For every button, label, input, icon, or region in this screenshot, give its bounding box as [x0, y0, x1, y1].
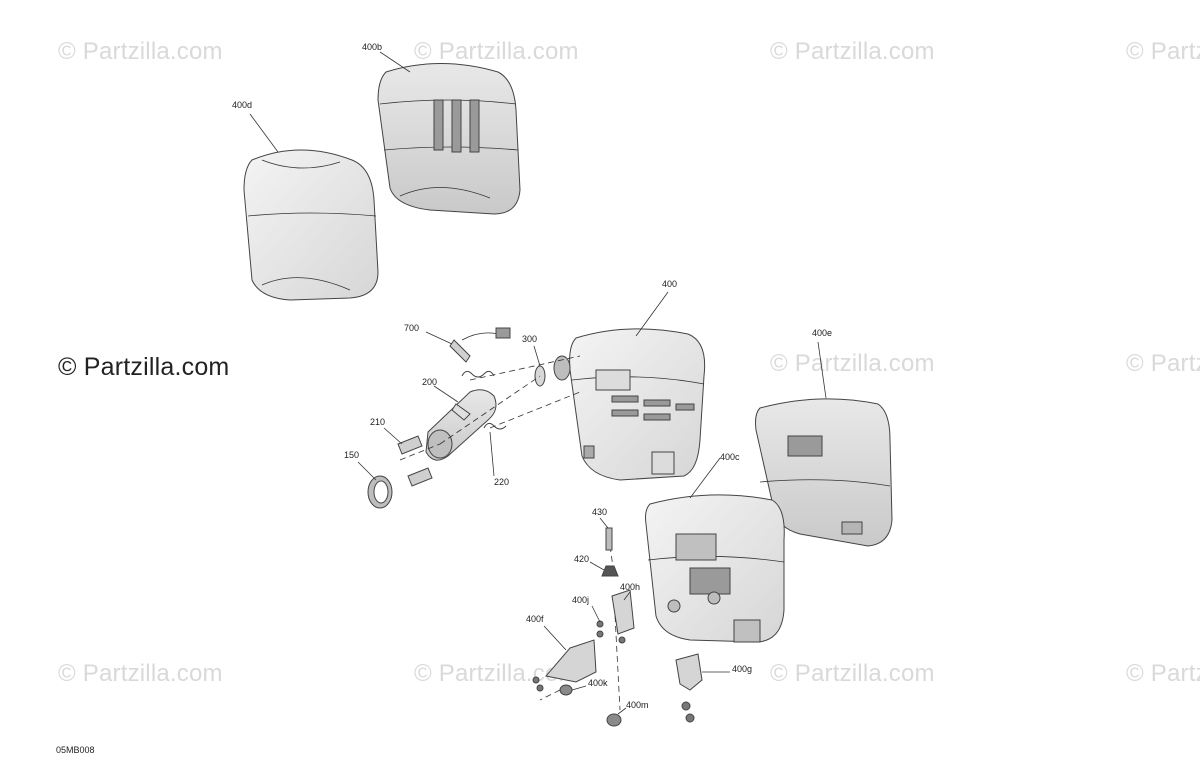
leader-210	[383, 427, 403, 445]
foot-400m	[606, 713, 622, 727]
gasket-300	[534, 355, 571, 387]
callout-400b: 400b	[362, 42, 383, 52]
watermark-mid-3: © Partzilla.com	[770, 350, 935, 377]
callout-400h: 400h	[620, 582, 641, 592]
callout-400f: 400f	[526, 614, 544, 624]
cover-400b	[377, 63, 521, 215]
callout-400c: 400c	[720, 452, 740, 462]
cover-400d	[243, 149, 379, 301]
leader-400	[635, 291, 669, 337]
foot-400k	[559, 684, 573, 696]
leader-400d	[249, 113, 279, 153]
sensor-700	[449, 327, 511, 363]
callout-700: 700	[404, 323, 420, 333]
bracket-400g	[675, 653, 703, 723]
bracket-400f	[532, 639, 597, 692]
leader-430	[599, 517, 609, 529]
callout-300: 300	[522, 334, 538, 344]
callout-200: 200	[422, 377, 438, 387]
callout-400e: 400e	[812, 328, 833, 338]
grommet-420	[601, 565, 619, 577]
leader-400h	[623, 591, 631, 601]
leader-400e	[817, 341, 827, 399]
callout-150: 150	[344, 450, 360, 460]
ring-150	[367, 475, 393, 509]
watermark-main: © Partzilla.com	[58, 353, 230, 381]
callout-220: 220	[494, 477, 510, 487]
callout-420: 420	[574, 554, 590, 564]
cover-400c	[645, 494, 785, 643]
callout-400g: 400g	[732, 664, 753, 674]
document-code: 05MB008	[56, 745, 95, 755]
watermark-bot-4: © Partzilla.com	[1126, 660, 1200, 687]
watermark-top-2: © Partzilla.com	[414, 38, 579, 65]
leader-400j	[591, 605, 601, 623]
watermark-mid-4: © Partzilla.com	[1126, 350, 1200, 377]
watermark-bot-1: © Partzilla.com	[58, 660, 223, 687]
muffler-400	[569, 328, 706, 481]
callout-400d: 400d	[232, 100, 253, 110]
bracket-400h	[596, 589, 635, 644]
leader-700	[425, 331, 453, 345]
leader-400f	[543, 625, 567, 651]
callout-430: 430	[592, 507, 608, 517]
watermark-bot-3: © Partzilla.com	[770, 660, 935, 687]
cover-400e	[755, 398, 893, 547]
leader-300	[533, 345, 541, 367]
leader-420	[589, 561, 605, 571]
leader-400m	[617, 707, 627, 715]
leader-220	[489, 431, 495, 477]
watermark-top-4: © Partzilla.com	[1126, 38, 1200, 65]
callout-400: 400	[662, 279, 678, 289]
watermark-top-3: © Partzilla.com	[770, 38, 935, 65]
callout-210: 210	[370, 417, 386, 427]
watermark-top-1: © Partzilla.com	[58, 38, 223, 65]
assembly-lines	[399, 355, 621, 711]
leader-200	[433, 385, 459, 403]
bolt-430	[605, 527, 613, 551]
callout-400m: 400m	[626, 700, 649, 710]
leader-400k	[571, 685, 587, 691]
callout-400j: 400j	[572, 595, 590, 605]
leader-400c	[689, 457, 721, 499]
clamps-210	[397, 435, 433, 487]
leader-150	[357, 461, 377, 481]
leader-400b	[379, 51, 411, 73]
callout-400k: 400k	[588, 678, 608, 688]
